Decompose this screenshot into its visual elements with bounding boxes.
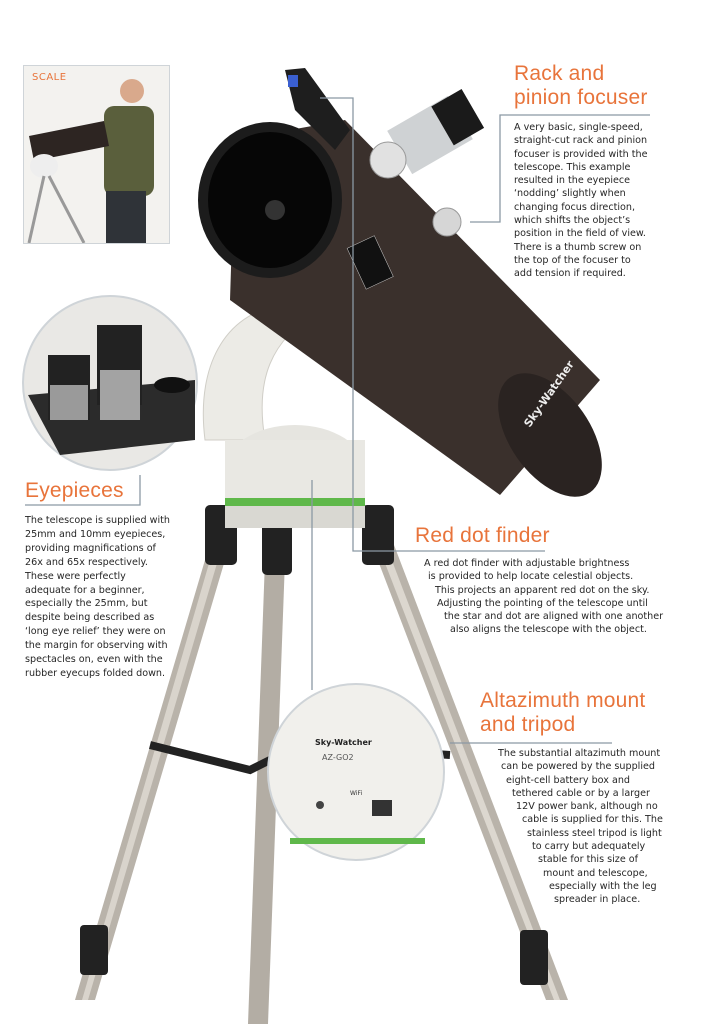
text-line: ‘long eye relief’ they were on: [25, 626, 166, 638]
text-line: There is a thumb screw on: [514, 241, 642, 253]
text-line: ‘nodding’ slightly when: [514, 188, 626, 200]
rack-body: A very basic, single-speed, straight-cut…: [514, 121, 648, 281]
text-line: The substantial altazimuth mount: [498, 748, 661, 759]
inset-model-label: AZ-GO2: [322, 753, 354, 762]
rack-heading-line: Rack and: [514, 62, 605, 85]
text-line: providing magnifications of: [25, 542, 156, 554]
altaz-body: The substantial altazimuth mount can be …: [498, 747, 663, 907]
eyepieces-heading: Eyepieces: [25, 479, 124, 502]
text-line: adequate for a beginner,: [25, 584, 145, 596]
inset-brand-label: Sky-Watcher: [315, 738, 372, 747]
rack-heading-line: pinion focuser: [514, 86, 648, 109]
text-line: which shifts the object’s: [514, 215, 631, 227]
text-line: A very basic, single-speed,: [514, 122, 643, 133]
wifi-label: WiFi: [350, 790, 362, 797]
mount-inset: Sky-Watcher AZ-GO2 WiFi: [267, 683, 445, 861]
scale-label: SCALE: [32, 72, 67, 83]
text-line: 12V power bank, although no: [516, 801, 658, 813]
text-line: telescope. This example: [514, 161, 631, 173]
text-line: 26x and 65x respectively.: [25, 556, 148, 568]
altaz-heading-line: Altazimuth mount: [480, 689, 646, 712]
text-line: resulted in the eyepiece: [514, 175, 631, 187]
text-line: spectacles on, even with the: [25, 654, 163, 666]
text-line: rubber eyecups folded down.: [25, 667, 166, 679]
text-line: stable for this size of: [538, 854, 639, 866]
text-line: to carry but adequately: [532, 841, 646, 853]
text-line: changing focus direction,: [514, 201, 636, 213]
text-line: A red dot finder with adjustable brightn…: [424, 558, 630, 569]
scale-photo: SCALE: [23, 65, 170, 244]
focuser: [369, 88, 485, 237]
text-line: Adjusting the pointing of the telescope …: [437, 597, 648, 609]
text-line: straight-cut rack and pinion: [514, 135, 648, 147]
text-line: focuser is provided with the: [514, 148, 648, 160]
text-line: cable is supplied for this. The: [522, 814, 663, 826]
text-line: mount and telescope,: [543, 867, 648, 879]
text-line: position in the field of view.: [514, 228, 646, 240]
text-line: tethered cable or by a larger: [512, 787, 650, 799]
altaz-mount: [202, 304, 365, 528]
text-line: can be powered by the supplied: [501, 761, 656, 773]
telescope-tube: Sky-Watcher: [198, 120, 602, 497]
red-dot-heading: Red dot finder: [415, 524, 550, 547]
text-line: the star and dot are aligned with one an…: [444, 611, 664, 623]
eyepieces-body: The telescope is supplied with 25mm and …: [25, 514, 170, 681]
text-line: the top of the focuser to: [514, 254, 631, 266]
text-line: eight-cell battery box and: [506, 774, 631, 786]
text-line: 25mm and 10mm eyepieces,: [25, 528, 166, 540]
text-line: especially with the leg: [549, 880, 657, 892]
text-line: especially the 25mm, but: [25, 598, 148, 610]
red-dot-body: A red dot finder with adjustable brightn…: [424, 557, 663, 637]
text-line: These were perfectly: [25, 570, 126, 582]
text-line: stainless steel tripod is light: [527, 827, 662, 839]
text-line: add tension if required.: [514, 268, 626, 280]
text-line: also aligns the telescope with the objec…: [450, 624, 647, 636]
text-line: the margin for observing with: [25, 640, 168, 652]
altaz-heading-line: and tripod: [480, 713, 576, 736]
connector-lines: [25, 97, 650, 744]
text-line: despite being described as: [25, 612, 155, 624]
altaz-heading: Altazimuth mount and tripod: [480, 689, 645, 737]
text-line: is provided to help locate celestial obj…: [428, 571, 634, 583]
eyepieces-inset: [22, 295, 198, 471]
red-dot-finder: [285, 68, 350, 150]
text-line: spreader in place.: [554, 894, 641, 906]
text-line: This projects an apparent red dot on the…: [435, 584, 650, 596]
text-line: The telescope is supplied with: [25, 515, 171, 526]
rack-heading: Rack and pinion focuser: [514, 62, 648, 110]
